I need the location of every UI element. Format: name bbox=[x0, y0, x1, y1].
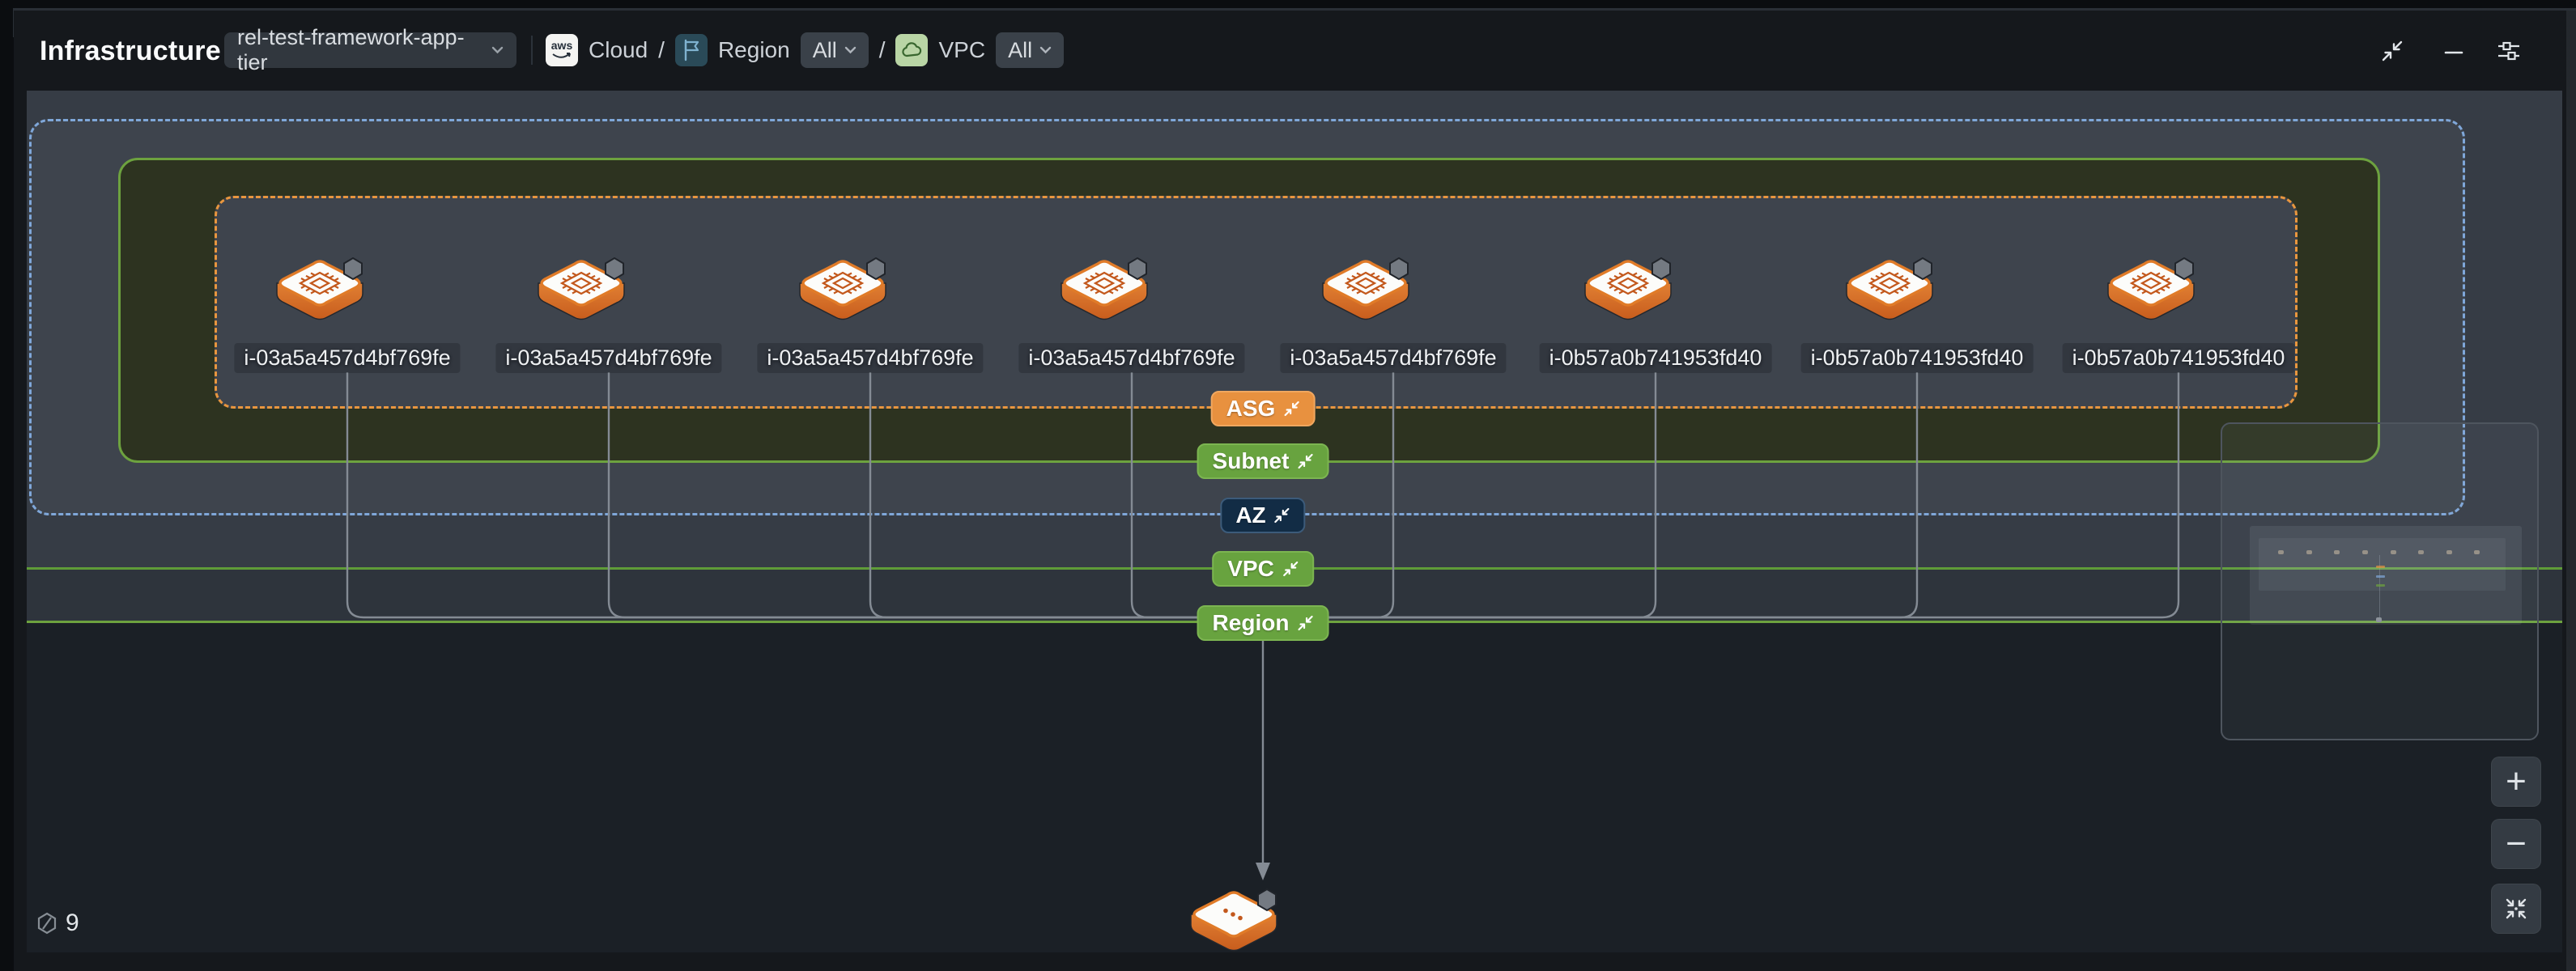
breadcrumb-separator: / bbox=[878, 37, 886, 62]
collapse-group-icon bbox=[1284, 401, 1299, 417]
ec2-instance-icon[interactable] bbox=[1583, 257, 1674, 324]
minimap-viewport[interactable] bbox=[2250, 526, 2522, 625]
project-selector-label: rel-test-framework-app-tier bbox=[237, 25, 465, 74]
collapse-view-button[interactable] bbox=[2378, 37, 2406, 65]
scrollbar-track[interactable] bbox=[2566, 11, 2576, 971]
node-count: 9 bbox=[36, 910, 79, 937]
ec2-instance-icon[interactable] bbox=[1060, 257, 1150, 324]
minimap-node bbox=[2446, 550, 2452, 554]
zoom-in-label: + bbox=[2506, 761, 2527, 801]
minimap-graph-bounds bbox=[2259, 538, 2506, 591]
breadcrumb-region-label: Region bbox=[717, 37, 790, 62]
ec2-instance-icon[interactable] bbox=[2106, 257, 2197, 324]
badge-label: AZ bbox=[1235, 502, 1266, 528]
instance-label[interactable]: i-03a5a457d4bf769fe bbox=[1018, 343, 1245, 373]
minimap-node bbox=[2278, 550, 2284, 554]
project-selector-dropdown[interactable]: rel-test-framework-app-tier bbox=[224, 25, 516, 74]
minimap-az-badge bbox=[2376, 575, 2385, 578]
ec2-instance-icon[interactable] bbox=[798, 257, 889, 324]
minimap-node bbox=[2306, 550, 2312, 554]
minimap-node bbox=[2362, 550, 2368, 554]
chevron-down-icon bbox=[844, 46, 856, 54]
collapse-group-icon bbox=[1298, 615, 1313, 631]
minimize-icon bbox=[2444, 51, 2463, 54]
node-count-value: 9 bbox=[66, 910, 79, 936]
minimap-edge bbox=[2379, 555, 2380, 620]
ec2-instance-icon[interactable] bbox=[1321, 257, 1412, 324]
minimap-node bbox=[2391, 550, 2396, 554]
fit-view-button[interactable] bbox=[2491, 884, 2541, 934]
aws-cloud-icon: aws bbox=[546, 34, 578, 66]
instance-label[interactable]: i-0b57a0b741953fd40 bbox=[1800, 343, 2034, 373]
instance-label[interactable]: i-03a5a457d4bf769fe bbox=[1280, 343, 1507, 373]
minimap-vpc-badge bbox=[2376, 584, 2385, 587]
zoom-out-label: − bbox=[2506, 824, 2527, 863]
display-settings-icon bbox=[2498, 41, 2519, 61]
asg-group-badge[interactable]: ASG bbox=[1210, 391, 1316, 426]
vpc-cloud-icon bbox=[895, 34, 929, 66]
header-divider bbox=[531, 36, 533, 65]
instance-label[interactable]: i-0b57a0b741953fd40 bbox=[1539, 343, 1772, 373]
infrastructure-canvas[interactable]: i-03a5a457d4bf769fe i-03a5a457d4bf769fe … bbox=[27, 91, 2562, 952]
instance-label[interactable]: i-03a5a457d4bf769fe bbox=[234, 343, 461, 373]
vpc-filter-value: All bbox=[1008, 37, 1033, 62]
collapse-view-icon bbox=[2382, 40, 2403, 61]
minimap-node bbox=[2418, 550, 2424, 554]
badge-label: ASG bbox=[1226, 396, 1276, 421]
collapse-group-icon bbox=[1298, 453, 1313, 469]
breadcrumb-separator: / bbox=[658, 37, 665, 62]
minimap-node bbox=[2334, 550, 2340, 554]
ec2-instance-icon[interactable] bbox=[275, 257, 366, 324]
breadcrumb-cloud-label: Cloud bbox=[589, 37, 648, 62]
az-group-badge[interactable]: AZ bbox=[1220, 498, 1306, 533]
breadcrumb: aws Cloud / Region All / VPC All bbox=[546, 32, 1065, 68]
minimap-asg-badge bbox=[2376, 566, 2385, 568]
svg-text:aws: aws bbox=[551, 39, 573, 52]
instance-label[interactable]: i-03a5a457d4bf769fe bbox=[757, 343, 984, 373]
collapse-group-icon bbox=[1274, 507, 1290, 524]
chevron-down-icon bbox=[491, 46, 504, 54]
subnet-group-badge[interactable]: Subnet bbox=[1197, 443, 1329, 479]
chevron-down-icon bbox=[1039, 46, 1052, 54]
panel-top-border bbox=[14, 8, 2576, 11]
arrowhead-icon bbox=[1256, 863, 1270, 880]
page-title: Infrastructure bbox=[40, 35, 221, 66]
hexagon-count-icon bbox=[37, 912, 57, 935]
region-flag-icon bbox=[674, 34, 708, 66]
minimap-node bbox=[2376, 617, 2382, 622]
ec2-instance-icon[interactable] bbox=[537, 257, 627, 324]
breadcrumb-vpc-label: VPC bbox=[938, 37, 986, 62]
badge-label: Subnet bbox=[1212, 448, 1290, 473]
display-settings-button[interactable] bbox=[2495, 37, 2523, 65]
collapse-group-icon bbox=[1282, 561, 1298, 577]
minimize-button[interactable] bbox=[2440, 37, 2468, 65]
badge-label: VPC bbox=[1227, 556, 1274, 581]
zoom-out-button[interactable]: − bbox=[2491, 819, 2541, 869]
minimap[interactable] bbox=[2221, 422, 2539, 740]
region-group-badge[interactable]: Region bbox=[1197, 605, 1329, 641]
instance-label[interactable]: i-03a5a457d4bf769fe bbox=[495, 343, 722, 373]
vpc-group-badge[interactable]: VPC bbox=[1212, 551, 1314, 587]
badge-label: Region bbox=[1212, 610, 1290, 635]
vpc-filter-dropdown[interactable]: All bbox=[996, 32, 1065, 68]
zoom-in-button[interactable]: + bbox=[2491, 757, 2541, 807]
region-filter-dropdown[interactable]: All bbox=[800, 32, 869, 68]
minimap-node bbox=[2474, 550, 2480, 554]
collapsed-node-icon[interactable] bbox=[1189, 888, 1280, 952]
center-view-icon bbox=[2506, 898, 2527, 919]
instance-label[interactable]: i-0b57a0b741953fd40 bbox=[2062, 343, 2295, 373]
region-filter-value: All bbox=[812, 37, 837, 62]
ec2-instance-icon[interactable] bbox=[1845, 257, 1936, 324]
